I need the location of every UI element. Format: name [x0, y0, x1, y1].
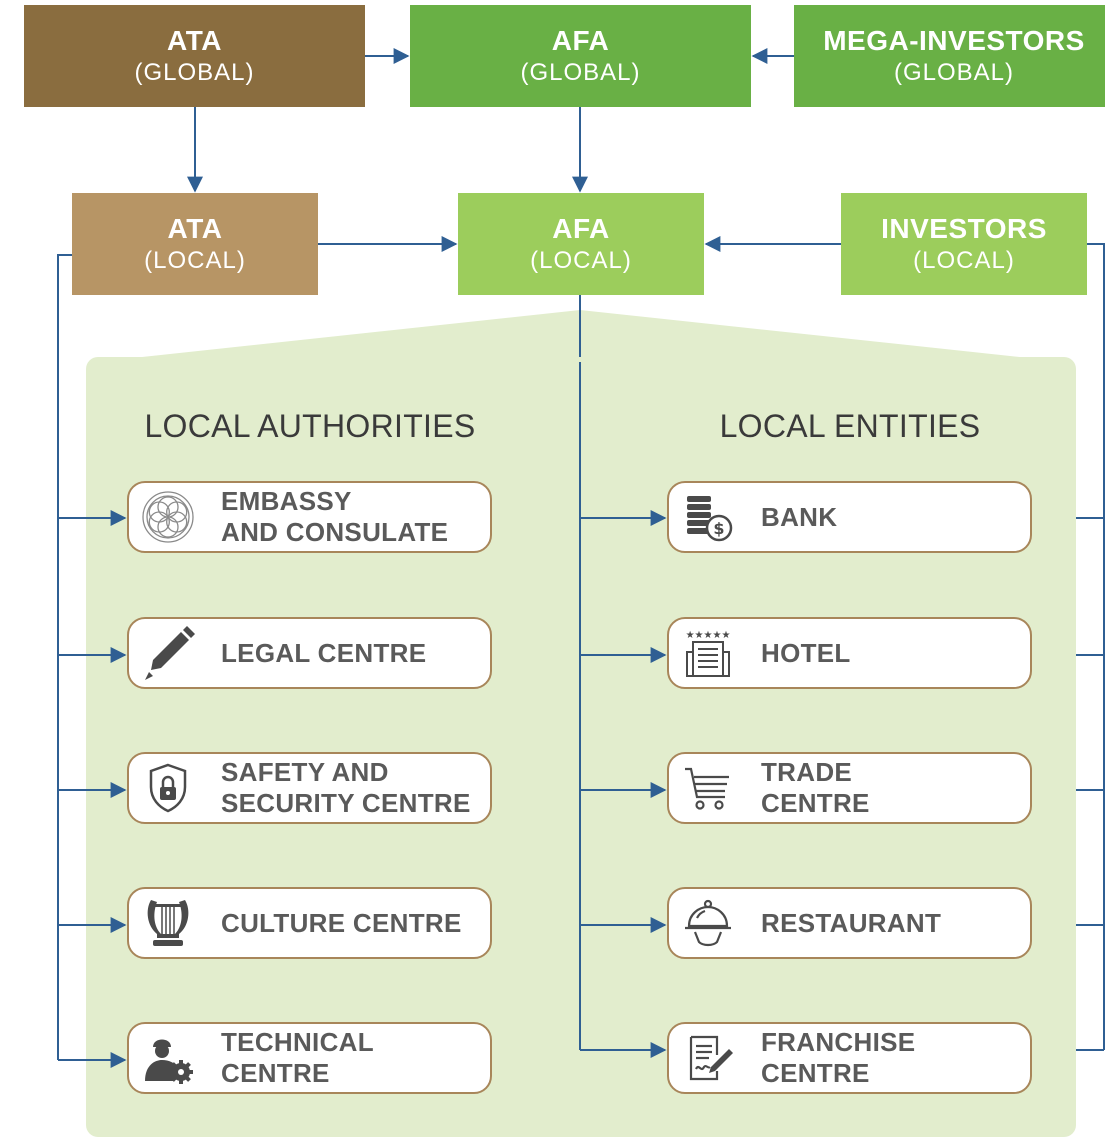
entity-hotel: ★★★★★ HOTEL — [667, 617, 1032, 689]
rosette-emblem-icon — [139, 488, 197, 546]
ata-local-title: ATA — [167, 213, 223, 244]
contract-icon — [679, 1029, 737, 1087]
ata-local-scope: (LOCAL) — [144, 247, 246, 274]
ata-global-title: ATA — [167, 25, 222, 56]
lyre-icon — [139, 894, 197, 952]
authority-legal: LEGAL CENTRE — [127, 617, 492, 689]
cloche-icon — [679, 894, 737, 952]
local-entities-heading: LOCAL ENTITIES — [719, 408, 981, 444]
franchise-line2: CENTRE — [761, 1058, 870, 1088]
afa-global-scope: (GLOBAL) — [520, 59, 641, 86]
hotel-line1: HOTEL — [761, 637, 851, 668]
trade-line1: TRADE — [761, 757, 853, 787]
ata-local-box: ATA (LOCAL) — [72, 193, 318, 295]
restaurant-line1: RESTAURANT — [761, 907, 942, 938]
mega-investors-global-box: MEGA-INVESTORS (GLOBAL) — [794, 5, 1105, 107]
pen-icon — [139, 624, 197, 682]
hotel-stars-icon: ★★★★★ — [679, 624, 737, 682]
safety-line2: SECURITY CENTRE — [221, 788, 471, 818]
afa-local-title: AFA — [552, 213, 610, 244]
shield-lock-icon — [139, 759, 197, 817]
technical-line2: CENTRE — [221, 1058, 330, 1088]
bank-line1: BANK — [761, 501, 838, 532]
investors-local-box: INVESTORS (LOCAL) — [841, 193, 1087, 295]
afa-global-box: AFA (GLOBAL) — [410, 5, 751, 107]
afa-global-title: AFA — [551, 25, 610, 56]
trade-line2: CENTRE — [761, 788, 870, 818]
mega-investors-title: MEGA-INVESTORS — [823, 25, 1085, 56]
trunk-ata-local — [57, 254, 72, 1060]
safety-line1: SAFETY AND — [221, 757, 389, 787]
shopping-cart-icon — [679, 759, 737, 817]
ata-global-scope: (GLOBAL) — [134, 59, 255, 86]
ata-global-box: ATA (GLOBAL) — [24, 5, 365, 107]
afa-local-scope: (LOCAL) — [530, 247, 632, 274]
legal-line1: LEGAL CENTRE — [221, 637, 427, 668]
culture-line1: CULTURE CENTRE — [221, 907, 462, 938]
embassy-line2: AND CONSULATE — [221, 517, 449, 547]
technician-gear-icon — [139, 1029, 197, 1087]
svg-text:$: $ — [713, 519, 724, 538]
afa-local-box: AFA (LOCAL) — [458, 193, 704, 295]
entity-restaurant: RESTAURANT — [667, 887, 1032, 959]
trunk-investors-local — [1087, 243, 1105, 1050]
embassy-line1: EMBASSY — [221, 486, 352, 516]
entity-bank: $ BANK — [667, 481, 1032, 553]
svg-text:★★★★★: ★★★★★ — [686, 630, 731, 641]
coins-dollar-icon: $ — [679, 488, 737, 546]
authority-culture: CULTURE CENTRE — [127, 887, 492, 959]
investors-local-title: INVESTORS — [881, 213, 1047, 244]
investors-local-scope: (LOCAL) — [913, 247, 1015, 274]
local-authorities-heading: LOCAL AUTHORITIES — [144, 408, 476, 444]
technical-line1: TECHNICAL — [221, 1027, 374, 1057]
franchise-line1: FRANCHISE — [761, 1027, 916, 1057]
mega-investors-scope: (GLOBAL) — [893, 59, 1015, 86]
